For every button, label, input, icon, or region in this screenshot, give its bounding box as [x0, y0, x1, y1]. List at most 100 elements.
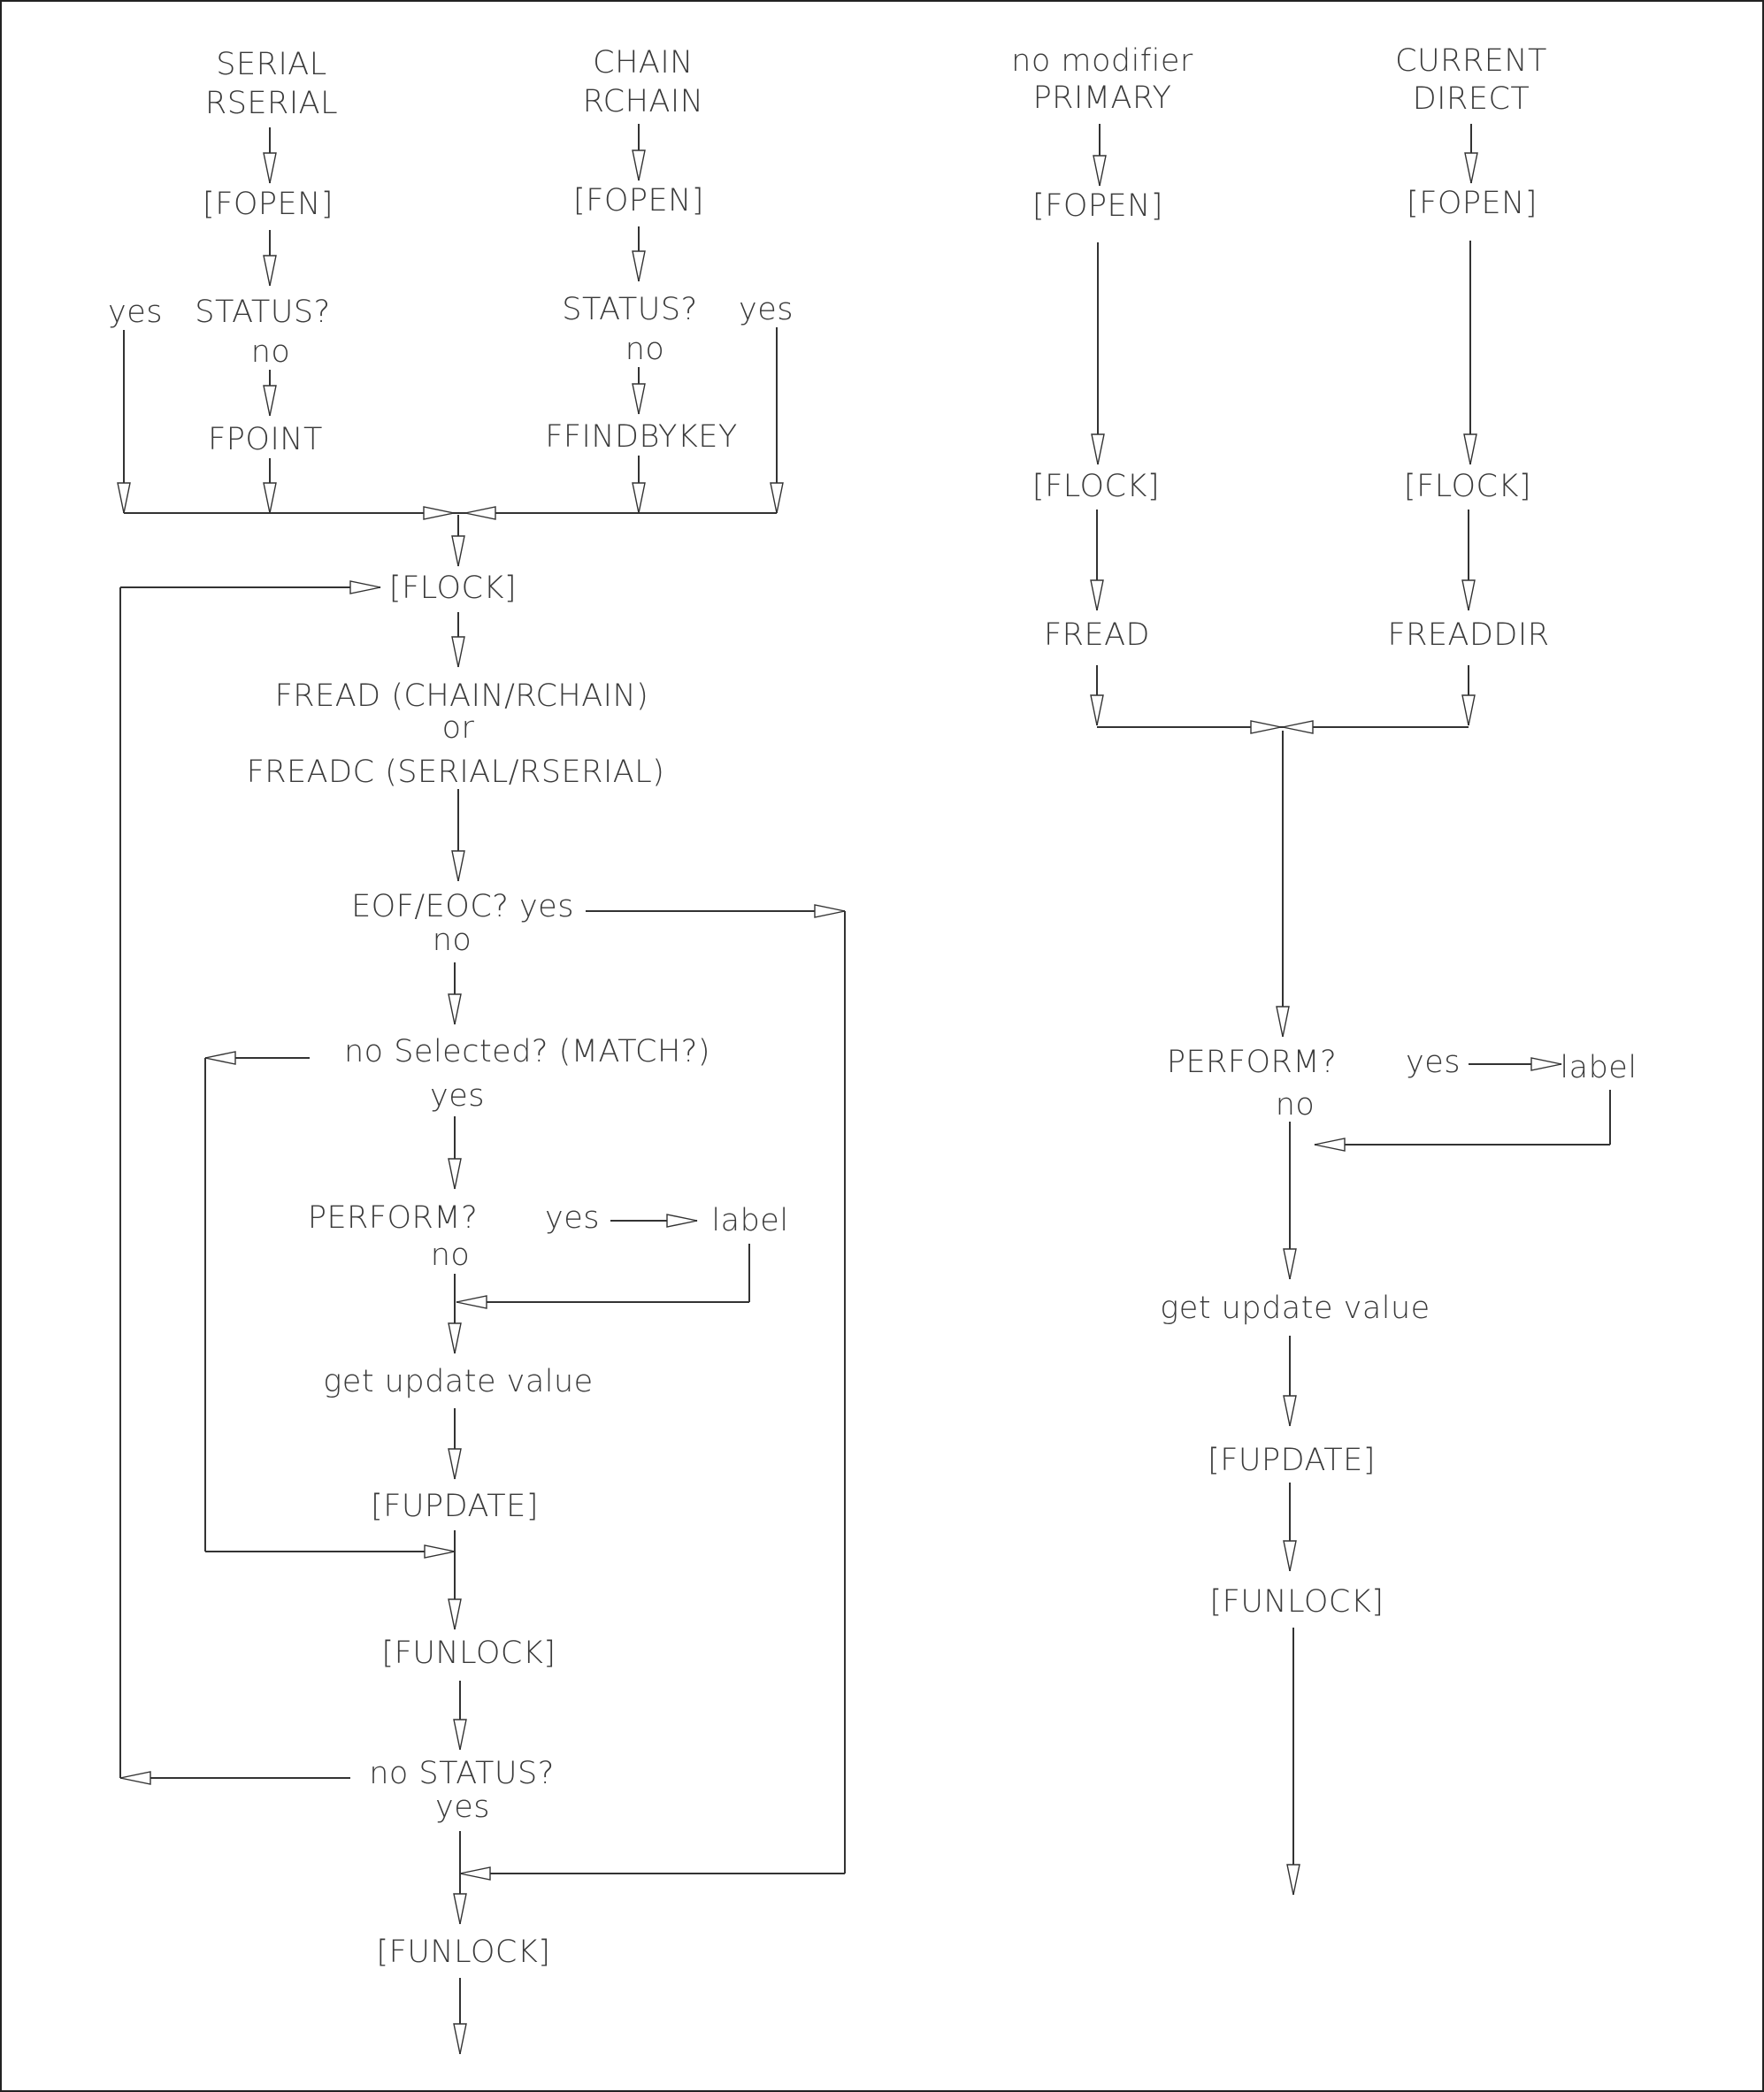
arrowhead-108: [1463, 433, 1477, 465]
arrowhead-1: [263, 152, 277, 184]
arrowhead-111: [1090, 579, 1104, 611]
funlock-left-node-2: [FUNLOCK]: [376, 1935, 551, 1970]
funlock-right-node: [FUNLOCK]: [1209, 1584, 1384, 1620]
get-update-right-node: get update value: [1160, 1291, 1430, 1326]
fread-chain-node: FREAD (CHAIN/RCHAIN): [274, 678, 649, 714]
arrowhead-16: [632, 383, 646, 415]
chain-label: CHAIN: [593, 45, 694, 80]
perform-right-yes: yes: [1406, 1045, 1461, 1080]
flock-current-node: [FLOCK]: [1403, 469, 1532, 504]
arrowhead-13: [263, 385, 277, 417]
arrowhead-127: [1282, 720, 1314, 734]
funlock-left-node-1: [FUNLOCK]: [381, 1636, 556, 1671]
arrowhead-133: [1530, 1057, 1562, 1071]
fpoint-node: FPOINT: [208, 422, 323, 457]
arrowhead-64: [448, 1158, 462, 1190]
serial-label: SERIAL: [216, 47, 327, 82]
arrowhead-61: [424, 1544, 456, 1559]
arrowhead-120: [1461, 694, 1476, 726]
ffindbykey-node: FFINDBYKEY: [545, 419, 738, 455]
arrowhead-7: [263, 255, 277, 287]
arrowhead-74: [448, 1322, 462, 1354]
status-chain-decision: STATUS?: [562, 292, 698, 327]
flock-primary-node: [FLOCK]: [1032, 469, 1161, 504]
arrowhead-51: [459, 1866, 491, 1881]
arrowhead-77: [448, 1448, 462, 1480]
flow-connectors: [119, 124, 1611, 2054]
arrowhead-137: [1314, 1138, 1346, 1152]
arrowhead-146: [1283, 1540, 1297, 1572]
rserial-label: RSERIAL: [204, 86, 339, 121]
perform-right-no: no: [1275, 1087, 1315, 1123]
arrowhead-117: [1090, 694, 1104, 726]
fupdate-right-node: [FUPDATE]: [1208, 1443, 1376, 1478]
arrowhead-124: [1250, 720, 1282, 734]
arrowhead-19: [117, 482, 131, 514]
arrowhead-25: [632, 482, 646, 514]
fopen-serial-node: [FOPEN]: [203, 187, 334, 222]
arrowhead-149: [1286, 1864, 1300, 1896]
arrowhead-71: [456, 1295, 487, 1309]
arrowhead-140: [1283, 1248, 1297, 1280]
status-serial-decision: STATUS?: [195, 295, 331, 330]
arrowhead-105: [1091, 433, 1105, 465]
arrowhead-102: [1464, 152, 1478, 184]
arrowhead-57: [204, 1051, 236, 1065]
arrowhead-130: [1276, 1006, 1290, 1038]
arrowhead-93: [453, 1893, 467, 1925]
fopen-primary-node: [FOPEN]: [1032, 188, 1163, 224]
arrowhead-54: [448, 993, 462, 1025]
arrowhead-86: [119, 1771, 151, 1785]
or-label: or: [441, 710, 475, 746]
no-serial-label: no: [250, 334, 291, 370]
get-update-left-node: get update value: [323, 1364, 594, 1399]
flock-left-node: [FLOCK]: [388, 571, 518, 606]
arrowhead-90: [349, 580, 381, 594]
arrowhead-28: [770, 482, 784, 514]
arrowhead-10: [632, 250, 646, 282]
arrowhead-44: [451, 850, 465, 882]
freadc-serial-node: FREADC (SERIAL/RSERIAL): [246, 755, 665, 790]
arrowhead-4: [632, 149, 646, 181]
arrowhead-67: [666, 1214, 698, 1228]
arrowhead-80: [448, 1598, 462, 1630]
fopen-chain-node: [FOPEN]: [573, 183, 704, 218]
freaddir-node: FREADDIR: [1387, 617, 1550, 653]
no-chain-label: no: [625, 332, 665, 367]
rchain-label: RCHAIN: [582, 84, 704, 119]
current-label: CURRENT: [1395, 43, 1547, 79]
fopen-current-node: [FOPEN]: [1407, 186, 1538, 221]
primary-label: PRIMARY: [1032, 80, 1172, 116]
arrowheads: [117, 149, 1562, 2055]
arrowhead-96: [453, 2023, 467, 2055]
eof-eoc-decision: EOF/EOC? yes: [351, 889, 574, 924]
arrowhead-41: [451, 636, 465, 668]
fupdate-left-node: [FUPDATE]: [371, 1489, 539, 1524]
perform-right-decision: PERFORM?: [1166, 1045, 1338, 1080]
arrowhead-47: [814, 904, 846, 918]
arrowhead-114: [1461, 579, 1476, 611]
status-loop-decision: no STATUS?: [369, 1756, 555, 1791]
arrowhead-143: [1283, 1395, 1297, 1427]
arrowhead-99: [1093, 155, 1107, 187]
yes-serial-label: yes: [108, 295, 163, 330]
yes-chain-label: yes: [739, 292, 794, 327]
perform-left-target-label: label: [711, 1203, 789, 1238]
perform-left-yes: yes: [545, 1200, 600, 1236]
arrowhead-83: [453, 1719, 467, 1751]
status-loop-yes: yes: [435, 1789, 490, 1825]
selected-decision: no Selected? (MATCH?): [343, 1034, 711, 1069]
no-modifier-label: no modifier: [1011, 43, 1193, 79]
perform-left-decision: PERFORM?: [307, 1200, 479, 1236]
direct-label: DIRECT: [1412, 81, 1530, 117]
arrowhead-35: [464, 506, 496, 520]
arrowhead-38: [451, 535, 465, 567]
selected-yes-label: yes: [430, 1078, 485, 1114]
arrowhead-22: [263, 482, 277, 514]
eof-no-label: no: [432, 923, 472, 958]
perform-left-no: no: [430, 1238, 471, 1273]
fread-right-node: FREAD: [1044, 617, 1150, 653]
perform-right-target-label: label: [1560, 1050, 1637, 1085]
arrowhead-32: [423, 506, 455, 520]
